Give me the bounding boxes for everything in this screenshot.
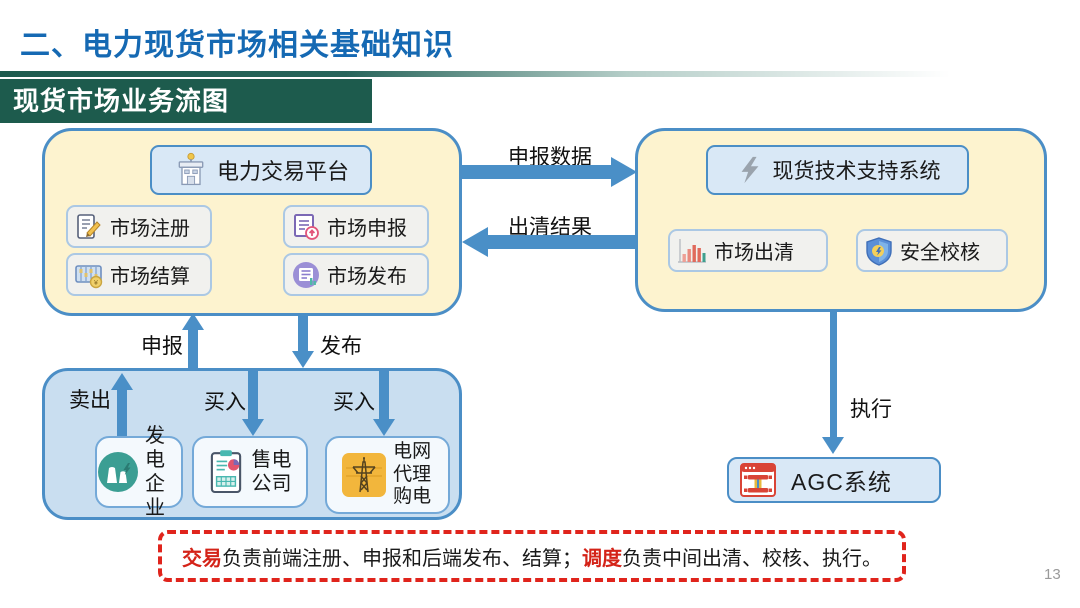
svg-text:¥: ¥ (94, 280, 98, 287)
buy-right-label: 买入 (333, 391, 375, 414)
declare-data-arrowhead (611, 157, 637, 187)
section-banner-label: 现货市场业务流图 (13, 86, 230, 116)
buy-left-arrowhead (242, 419, 264, 436)
settle-icon: ¥ (75, 264, 103, 288)
clipboard-icon (210, 450, 241, 494)
security-check-node: 安全校核 (856, 229, 1008, 272)
shield-icon (866, 236, 892, 266)
market-declare-label: 市场申报 (327, 218, 407, 240)
execute-arrowhead (822, 437, 844, 454)
sell-label: 卖出 (69, 389, 111, 412)
agc-label: AGC系统 (791, 469, 892, 495)
trading-platform-header: 电力交易平台 (150, 145, 372, 195)
clearing-result-arrow-shaft (487, 235, 637, 249)
generator-node: 发电企业 (95, 425, 183, 519)
market-publish-node: 市场发布 (283, 253, 429, 296)
agc-window-icon (740, 463, 776, 497)
buy-left-label: 买入 (204, 391, 246, 414)
sell-arrowhead (111, 373, 133, 390)
declare-data-label: 申报数据 (508, 146, 592, 169)
note-trade-text: 负责前端注册、申报和后端发布、结算； (222, 547, 582, 570)
grid-agent-node: 电网代理购电 (325, 436, 450, 514)
market-register-node: 市场注册 (66, 205, 212, 248)
register-icon (77, 213, 101, 239)
retailer-node: 售电公司 (192, 436, 308, 508)
bar-chart-icon (678, 238, 706, 263)
agc-node: AGC系统 (727, 457, 941, 503)
buy-left-arrow-shaft (248, 371, 258, 420)
clearing-result-arrowhead (462, 227, 488, 257)
page-number: 13 (1044, 566, 1061, 583)
trading-platform-label: 电力交易平台 (216, 159, 349, 184)
tech-system-header: 现货技术支持系统 (706, 145, 969, 195)
buy-right-arrow-shaft (379, 371, 389, 420)
market-settle-label: 市场结算 (110, 266, 190, 288)
sell-arrow-shaft (117, 389, 127, 436)
declare-arrowhead (182, 313, 204, 330)
lightning-icon (741, 156, 758, 184)
note-trade-keyword: 交易 (182, 547, 222, 570)
retailer-label: 售电公司 (251, 449, 292, 495)
title-rule (0, 71, 1080, 77)
security-check-label: 安全校核 (900, 242, 980, 264)
market-clearing-node: 市场出清 (668, 229, 828, 272)
market-clearing-label: 市场出清 (714, 242, 794, 264)
market-register-label: 市场注册 (110, 218, 190, 240)
page-title: 二、电力现货市场相关基础知识 (20, 29, 454, 62)
section-banner: 现货市场业务流图 (0, 79, 372, 123)
declare-flow-label: 申报 (141, 335, 183, 358)
declare-data-arrow-shaft (462, 165, 612, 179)
note-dispatch-keyword: 调度 (582, 547, 622, 570)
power-plant-icon (98, 452, 138, 492)
market-settle-node: ¥ 市场结算 (66, 253, 212, 296)
summary-note: 交易负责前端注册、申报和后端发布、结算；调度负责中间出清、校核、执行。 (158, 530, 906, 582)
note-dispatch-text: 负责中间出清、校核、执行。 (622, 547, 882, 570)
clearing-result-label: 出清结果 (508, 216, 592, 239)
publish-arrow-shaft (298, 313, 308, 352)
tech-system-label: 现货技术支持系统 (772, 160, 941, 183)
execute-label: 执行 (850, 398, 892, 421)
publish-arrowhead (292, 351, 314, 368)
buy-right-arrowhead (373, 419, 395, 436)
building-icon (178, 152, 204, 186)
market-publish-label: 市场发布 (327, 266, 407, 288)
execute-arrow-shaft (830, 312, 837, 438)
publish-icon (293, 261, 319, 288)
market-declare-node: 市场申报 (283, 205, 429, 248)
transmission-tower-icon (342, 453, 387, 497)
declare-arrow-shaft (188, 329, 198, 368)
grid-agent-label: 电网代理购电 (393, 440, 432, 508)
declare-icon (294, 213, 319, 240)
generator-label: 发电企业 (145, 425, 165, 519)
publish-flow-label: 发布 (320, 335, 362, 358)
